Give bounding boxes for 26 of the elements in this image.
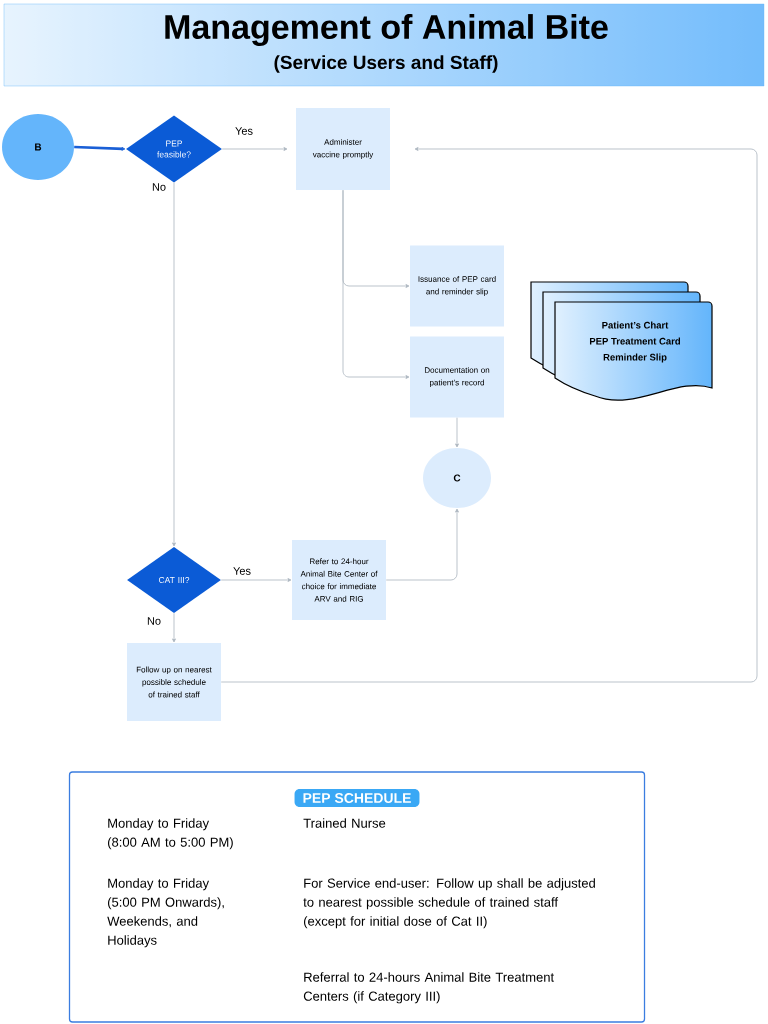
heading-badge: PEP SCHEDULE [294,789,420,807]
title-banner: Management of Animal Bite (Service Users and Staff) [3,3,765,87]
process-box: Issuance of PEP card and reminder slip [410,245,504,327]
schedule-text: Monday to Friday (5:00 PM Onwards), Weekends, and Holidays [107,878,224,948]
edge-label: Yes [232,566,252,576]
arrow [385,508,459,581]
arrow [220,578,292,582]
arrow [455,417,459,448]
arrow [221,147,288,151]
edge-label: No [150,182,168,192]
arrow [74,145,126,151]
schedule-text: Monday to Friday (8:00 AM to 5:00 PM) [108,818,233,850]
document-stack: Patient’s Chart PEP Treatment Card Reminder Slip [530,281,713,401]
process-box: Refer to 24-hour Animal Bite Center of choice for immediate ARV and RIG [292,540,386,620]
arrow [172,182,176,547]
arrow [220,147,758,683]
edge-label: Yes [234,126,254,136]
process-box: Administer vaccine promptly [296,108,390,190]
process-box: Documentation on patient’s record [410,336,504,418]
schedule-text: For Service end-user: Follow up shall be adjusted to nearest possible schedule of trained staff (except for initial dose of Cat II) [303,878,595,929]
schedule-text: Trained Nurse [303,818,386,828]
arrow [342,189,410,379]
edge-label: No [145,616,163,626]
process-box: Follow up on nearest possible schedule of trained staff [127,643,221,721]
arrow [172,612,176,643]
schedule-text: Referral to 24-hours Animal Bite Treatment Centers (if Category III) [303,972,555,1004]
